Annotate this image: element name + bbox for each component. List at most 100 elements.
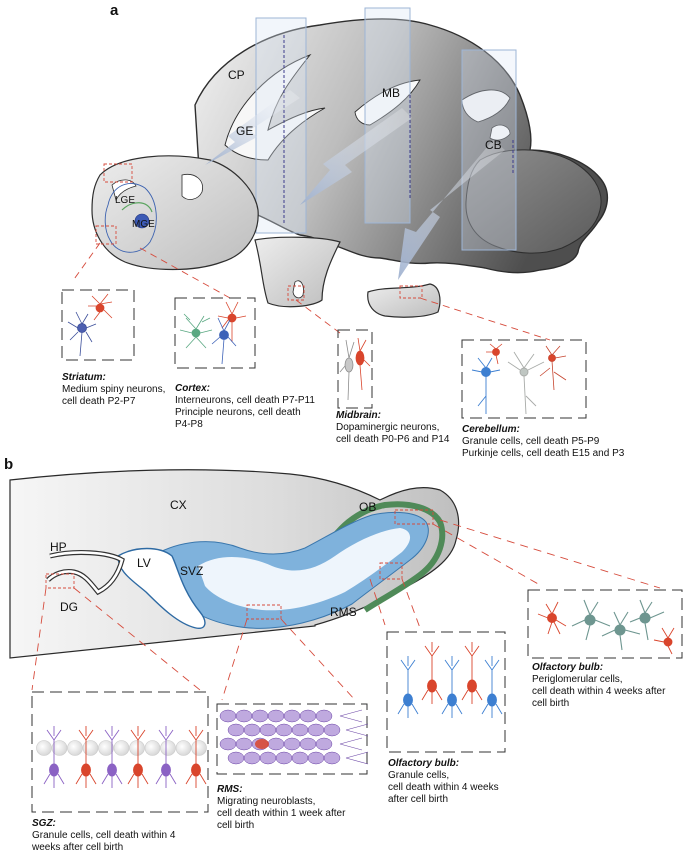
neuroblast-process bbox=[345, 723, 369, 737]
neuroblast bbox=[227, 751, 245, 765]
inset-ob-granule bbox=[386, 631, 506, 753]
panel-letter-a: a bbox=[110, 2, 119, 19]
neuroblast bbox=[323, 751, 341, 765]
box-ob bbox=[394, 509, 434, 525]
caption-sgz-title: SGZ: bbox=[32, 818, 56, 829]
label-mb: MB bbox=[382, 86, 400, 100]
caption-cerebellum: Cerebellum: Granule cells, cell death P5… bbox=[462, 424, 624, 460]
caption-ob-periglomerular-line: cell death within 4 weeks after bbox=[532, 686, 666, 697]
caption-ob-granule-line: Granule cells, bbox=[388, 770, 450, 781]
caption-midbrain-line: cell death P0-P6 and P14 bbox=[336, 434, 450, 445]
caption-ob-granule-line: after cell birth bbox=[388, 794, 449, 805]
caption-sgz-line: weeks after cell birth bbox=[32, 842, 124, 853]
neuron-red-purkinje bbox=[539, 345, 567, 391]
caption-cerebellum-line: Granule cells, cell death P5-P9 bbox=[462, 436, 600, 447]
label-cb: CB bbox=[485, 138, 502, 152]
neuron-green-interneuron bbox=[179, 313, 213, 349]
neuroblast bbox=[283, 709, 301, 723]
caption-ob-granule-line: cell death within 4 weeks bbox=[388, 782, 499, 793]
label-rms: RMS bbox=[330, 605, 357, 619]
caption-ob-granule-title: Olfactory bulb: bbox=[388, 758, 460, 769]
granule-layer-cell bbox=[175, 740, 192, 756]
caption-midbrain-line: Dopaminergic neurons, bbox=[336, 422, 440, 433]
neuroblast bbox=[259, 751, 277, 765]
neuron-red-granule bbox=[486, 343, 503, 365]
granule-layer-cell bbox=[36, 740, 52, 756]
neuroblast bbox=[323, 723, 341, 737]
label-mge: MGE bbox=[132, 219, 155, 230]
caption-cortex-line: Principle neurons, cell death bbox=[175, 407, 301, 418]
sgz-red-neuron bbox=[185, 726, 207, 788]
rms-inner bbox=[198, 528, 411, 611]
label-cx: CX bbox=[170, 498, 187, 512]
neuroblast bbox=[275, 723, 293, 737]
neuroblast-process bbox=[339, 709, 363, 723]
caption-rms-title: RMS: bbox=[217, 784, 243, 795]
caption-cortex-line: P4-P8 bbox=[175, 419, 203, 430]
neuroblast-process bbox=[339, 737, 363, 751]
neuroblast bbox=[299, 737, 317, 751]
rms-neuroblasts bbox=[219, 709, 369, 765]
caption-ob-periglomerular-title: Olfactory bulb: bbox=[532, 662, 604, 673]
inset-sgz bbox=[31, 691, 209, 813]
caption-midbrain-title: Midbrain: bbox=[336, 410, 381, 421]
label-lv: LV bbox=[137, 556, 151, 570]
caption-rms: RMS: Migrating neuroblasts, cell death w… bbox=[217, 784, 345, 832]
midbrain-aqueduct bbox=[292, 280, 304, 299]
forebrain-coronal-section bbox=[91, 155, 259, 271]
neuroblast bbox=[291, 751, 309, 765]
neuroblast bbox=[307, 751, 325, 765]
forebrain-ventricle bbox=[181, 173, 203, 200]
caption-sgz: SGZ: Granule cells, cell death within 4 … bbox=[32, 818, 175, 854]
neuroblast bbox=[259, 723, 277, 737]
caption-striatum-line: Medium spiny neurons, bbox=[62, 384, 166, 395]
ge-ventricle bbox=[111, 179, 137, 202]
inset-rms bbox=[216, 703, 369, 775]
blue-granule-neuron bbox=[441, 656, 463, 718]
blue-granule-neuron bbox=[481, 656, 503, 718]
neuroblast bbox=[291, 723, 309, 737]
label-cp: CP bbox=[228, 68, 245, 82]
arrow-cerebellum bbox=[398, 140, 505, 280]
box-cerebellum bbox=[399, 285, 423, 299]
panel-letter-b: b bbox=[4, 456, 14, 473]
neuroblast bbox=[227, 723, 245, 737]
lateral-ventricle bbox=[117, 547, 206, 629]
inset-striatum bbox=[61, 289, 135, 361]
caption-ob-periglomerular: Olfactory bulb: Periglomerular cells, ce… bbox=[532, 662, 665, 710]
box-rms bbox=[246, 604, 282, 620]
granule-layer-cell bbox=[129, 740, 145, 756]
caption-rms-line: Migrating neuroblasts, bbox=[217, 796, 316, 807]
connector-lines-b bbox=[31, 519, 661, 701]
granule-layer-cell bbox=[144, 740, 161, 756]
sgz-granule-cells bbox=[43, 726, 207, 788]
dying-neuroblast bbox=[255, 739, 269, 749]
sgz-granule-neuron bbox=[43, 726, 65, 788]
neuroblast bbox=[315, 709, 333, 723]
inset-cerebellum bbox=[461, 339, 587, 419]
sgz-red-neuron bbox=[75, 726, 97, 788]
caption-striatum-title: Striatum: bbox=[62, 372, 106, 383]
arrow-midbrain bbox=[300, 108, 412, 205]
box-striatum-top bbox=[103, 163, 133, 183]
neuron-red-pyramidal bbox=[217, 301, 247, 342]
sgz-granule-layer bbox=[36, 740, 207, 756]
neuroblast bbox=[307, 723, 325, 737]
granule-layer-cell bbox=[98, 740, 114, 756]
neuroblast-process bbox=[345, 751, 369, 765]
panel-a-brain-drawing bbox=[71, 7, 608, 341]
neuroblast bbox=[243, 751, 261, 765]
cerebellum-fold bbox=[461, 89, 511, 123]
label-ob: OB bbox=[359, 500, 377, 514]
panel-b-drawing bbox=[9, 469, 661, 701]
label-svz: SVZ bbox=[180, 564, 204, 578]
caption-ob-periglomerular-line: Periglomerular cells, bbox=[532, 674, 623, 685]
connector-lines-a bbox=[71, 242, 551, 341]
hippocampus-inner bbox=[47, 551, 124, 594]
neuron-blue-pyramidal bbox=[211, 317, 237, 365]
box-ob-granule bbox=[379, 562, 403, 580]
striatum-outline bbox=[104, 183, 157, 253]
neuroblast bbox=[299, 709, 317, 723]
mge-blob bbox=[134, 213, 150, 229]
neuroblast bbox=[283, 737, 301, 751]
